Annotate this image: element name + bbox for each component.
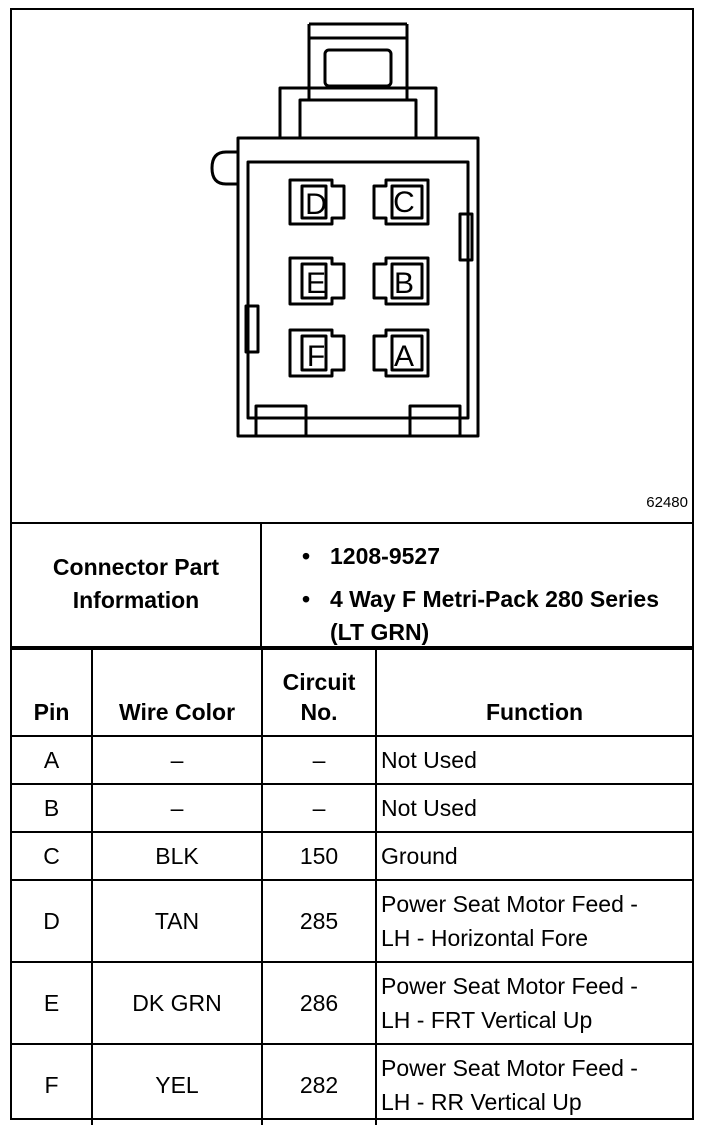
function-line1: Not Used: [381, 747, 477, 773]
figure-id: 62480: [646, 494, 688, 511]
header-function: Function: [375, 648, 692, 737]
circuit-cell: 286: [261, 961, 377, 1045]
pin-table: Pin Wire Color Circuit No. Function A – …: [12, 648, 692, 1125]
circuit-cell: 282: [261, 1043, 377, 1125]
function-line1: Ground: [381, 843, 458, 869]
cavity-B: [372, 256, 430, 306]
wire-color-cell: DK GRN: [91, 961, 263, 1045]
circuit-cell: 150: [261, 831, 377, 881]
header-wire-color: Wire Color: [91, 648, 263, 737]
pin-label-D: D: [305, 188, 327, 221]
circuit-cell: –: [261, 783, 377, 833]
function-line1: Power Seat Motor Feed -: [381, 973, 638, 999]
function-cell: Power Seat Motor Feed - LH - FRT Vertica…: [375, 961, 692, 1045]
pin-cell: C: [12, 831, 93, 881]
info-item: 4 Way F Metri-Pack 280 Series (LT GRN): [302, 583, 682, 649]
circuit-cell: 285: [261, 879, 377, 963]
wire-color-cell: YEL: [91, 1043, 263, 1125]
cavity-D: [288, 178, 346, 226]
connector-diagram: D C E B F A 62480: [12, 10, 692, 524]
pin-label-E: E: [306, 267, 326, 300]
pin-cell: D: [12, 879, 93, 963]
function-cell: Ground: [375, 831, 692, 881]
header-circuit: Circuit No.: [261, 648, 377, 737]
info-label-line2: Information: [72, 587, 200, 613]
cavity-F: [288, 328, 346, 378]
pin-cell: E: [12, 961, 93, 1045]
table-row: A – – Not Used: [12, 735, 692, 785]
pin-cell: F: [12, 1043, 93, 1125]
table-row: B – – Not Used: [12, 783, 692, 833]
function-cell: Power Seat Motor Feed - LH - RR Vertical…: [375, 1043, 692, 1125]
connector-shoulder: [278, 86, 438, 140]
cavity-E: [288, 256, 346, 306]
function-line2: LH - RR Vertical Up: [381, 1089, 582, 1115]
header-pin: Pin: [12, 648, 93, 737]
connector-latch-inner: [323, 48, 393, 88]
table-row: D TAN 285 Power Seat Motor Feed - LH - H…: [12, 879, 692, 963]
connector-info-label: Connector Part Information: [12, 522, 262, 646]
header-circuit-line1: Circuit: [282, 669, 356, 695]
connector-info-list: 1208-9527 4 Way F Metri-Pack 280 Series …: [302, 540, 682, 659]
pin-label-F: F: [307, 340, 325, 373]
function-cell: Not Used: [375, 735, 692, 785]
function-cell: Power Seat Motor Feed - LH - Horizontal …: [375, 879, 692, 963]
pin-table-header: Pin Wire Color Circuit No. Function: [12, 648, 692, 737]
info-item: 1208-9527: [302, 540, 682, 573]
connector-sheet: D C E B F A 62480 Connector Part Informa…: [10, 8, 694, 1125]
info-label-line1: Connector Part: [52, 554, 220, 580]
cavity-C: [372, 178, 430, 226]
function-line1: Not Used: [381, 795, 477, 821]
table-row: F YEL 282 Power Seat Motor Feed - LH - R…: [12, 1043, 692, 1125]
wire-color-cell: –: [91, 783, 263, 833]
connector-drawing: D C E B F A: [210, 22, 480, 438]
function-line1: Power Seat Motor Feed -: [381, 1055, 638, 1081]
cavity-A: [372, 328, 430, 378]
wire-color-cell: TAN: [91, 879, 263, 963]
circuit-cell: –: [261, 735, 377, 785]
function-line2: LH - Horizontal Fore: [381, 925, 589, 951]
pin-cell: A: [12, 735, 93, 785]
connector-hook: [210, 150, 238, 186]
pin-label-B: B: [394, 267, 414, 300]
header-circuit-line2: No.: [300, 699, 338, 725]
pin-label-C: C: [393, 186, 415, 219]
wire-color-cell: –: [91, 735, 263, 785]
table-row: E DK GRN 286 Power Seat Motor Feed - LH …: [12, 961, 692, 1045]
connector-info-row: Connector Part Information 1208-9527 4 W…: [12, 522, 692, 648]
function-line2: LH - FRT Vertical Up: [381, 1007, 593, 1033]
pin-cell: B: [12, 783, 93, 833]
wire-color-cell: BLK: [91, 831, 263, 881]
function-cell: Not Used: [375, 783, 692, 833]
connector-body: [236, 136, 480, 438]
function-line1: Power Seat Motor Feed -: [381, 891, 638, 917]
table-row: C BLK 150 Ground: [12, 831, 692, 881]
pin-label-A: A: [394, 340, 414, 373]
